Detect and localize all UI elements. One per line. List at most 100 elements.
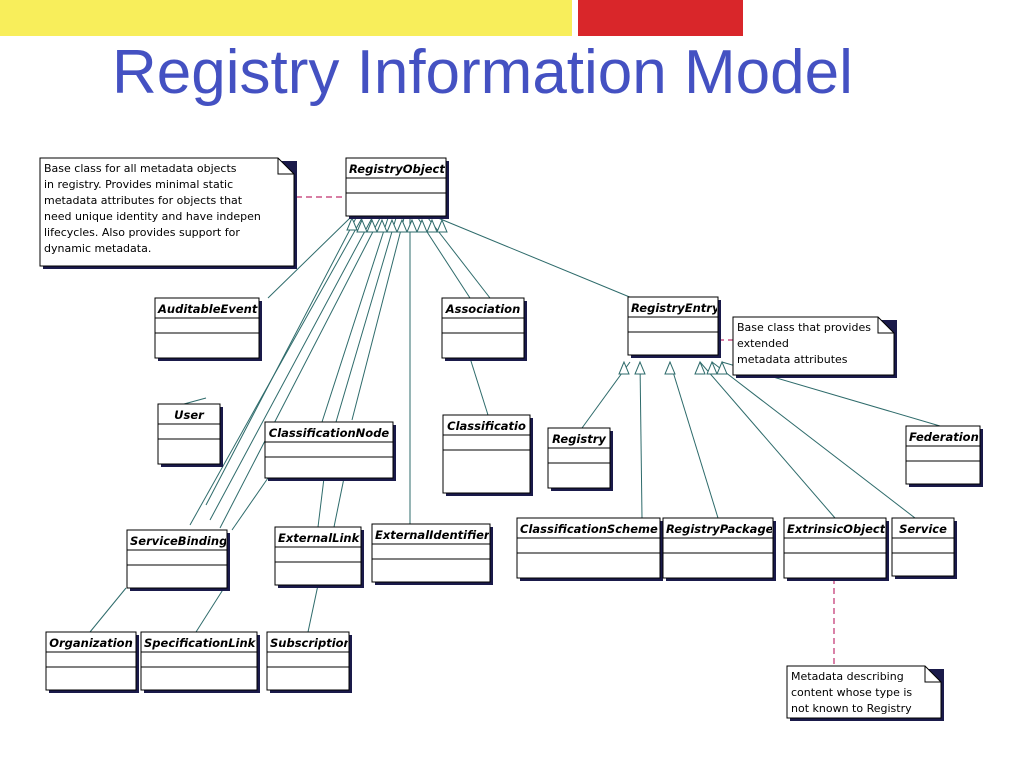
class-box-classification-node[interactable]: ClassificationNode bbox=[264, 421, 396, 481]
connector-line bbox=[699, 361, 836, 519]
class-box-subscription[interactable]: Subscription bbox=[266, 631, 352, 693]
class-rect bbox=[783, 517, 887, 579]
generalization-arrowhead bbox=[664, 360, 676, 375]
note-line: Base class that provides bbox=[737, 321, 871, 334]
generalization-arrowhead bbox=[386, 218, 398, 233]
note-line: lifecycles. Also provides support for bbox=[44, 226, 240, 239]
class-box-classification[interactable]: Classificatio bbox=[442, 414, 533, 496]
class-box-registry[interactable]: Registry bbox=[547, 427, 613, 491]
class-box-registry-entry[interactable]: RegistryEntry bbox=[627, 296, 721, 358]
connector-line bbox=[219, 217, 381, 529]
class-rect bbox=[547, 427, 611, 489]
class-rect bbox=[345, 157, 447, 217]
connector-line bbox=[307, 584, 319, 633]
class-rect bbox=[126, 529, 228, 589]
class-box-service-binding[interactable]: ServiceBinding bbox=[126, 529, 230, 591]
class-name: Federation bbox=[909, 430, 979, 444]
note-line: dynamic metadata. bbox=[44, 242, 151, 255]
class-box-user[interactable]: User bbox=[157, 403, 223, 467]
note-line: metadata attributes for objects that bbox=[44, 194, 243, 207]
class-rect bbox=[442, 414, 531, 494]
class-rect bbox=[891, 517, 955, 577]
class-box-specification-link[interactable]: SpecificationLink bbox=[140, 631, 260, 693]
generalization-arrowhead bbox=[416, 218, 428, 233]
note-box bbox=[732, 316, 895, 376]
header-bar-yellow bbox=[0, 0, 572, 36]
note-line: not known to Registry bbox=[791, 702, 912, 715]
class-name: Classificatio bbox=[447, 419, 526, 433]
note-box bbox=[39, 157, 295, 267]
class-name: Organization bbox=[49, 636, 133, 650]
note-line: in registry. Provides minimal static bbox=[44, 178, 233, 191]
class-name: User bbox=[174, 408, 205, 422]
header-bar-red bbox=[578, 0, 743, 36]
class-box-external-link[interactable]: ExternalLink bbox=[274, 526, 364, 588]
connector-line bbox=[335, 217, 397, 423]
class-box-extrinsic-object[interactable]: ExtrinsicObject bbox=[783, 517, 889, 581]
generalization-arrowhead bbox=[694, 360, 706, 375]
class-rect bbox=[516, 517, 661, 579]
class-rect bbox=[662, 517, 774, 579]
generalization-arrowhead bbox=[376, 218, 388, 233]
generalization-arrowhead bbox=[716, 360, 728, 375]
class-name: AuditableEvent bbox=[157, 302, 258, 316]
generalization-arrowhead bbox=[436, 218, 448, 233]
class-box-association[interactable]: Association bbox=[441, 297, 527, 361]
connector-line bbox=[437, 217, 633, 299]
class-name: ServiceBinding bbox=[130, 534, 227, 548]
connector-line bbox=[333, 477, 345, 528]
connector-line bbox=[195, 587, 225, 633]
class-box-registry-object[interactable]: RegistryObject bbox=[345, 157, 449, 219]
connector-line bbox=[209, 217, 373, 521]
class-box-federation[interactable]: Federation bbox=[905, 425, 983, 487]
generalization-arrowhead bbox=[634, 360, 646, 375]
class-name: Association bbox=[445, 302, 521, 316]
connector-line bbox=[205, 217, 357, 506]
connector-line bbox=[189, 217, 363, 526]
class-rect bbox=[45, 631, 137, 691]
connector-line bbox=[351, 217, 405, 421]
class-name: RegistryEntry bbox=[631, 301, 720, 315]
class-rect bbox=[441, 297, 525, 359]
class-rect bbox=[627, 296, 719, 356]
class-name: ClassificationScheme bbox=[520, 522, 658, 536]
class-box-auditable-event[interactable]: AuditableEvent bbox=[154, 297, 262, 361]
connector-line bbox=[711, 361, 916, 519]
generalization-arrowhead bbox=[406, 218, 418, 233]
note-fold bbox=[877, 317, 894, 334]
class-rect bbox=[264, 421, 394, 479]
class-name: ExternalIdentifier bbox=[375, 528, 491, 542]
class-rect bbox=[266, 631, 350, 691]
class-box-organization[interactable]: Organization bbox=[45, 631, 139, 693]
class-name: ExtrinsicObject bbox=[787, 522, 886, 536]
generalization-arrowhead bbox=[356, 218, 368, 233]
generalization-arrowhead bbox=[426, 218, 438, 233]
note-line: content whose type is bbox=[791, 686, 912, 699]
connector-line bbox=[183, 397, 207, 405]
class-box-classification-scheme[interactable]: ClassificationScheme bbox=[516, 517, 663, 581]
note-box bbox=[786, 665, 942, 719]
connector-line bbox=[469, 357, 489, 416]
connector-line bbox=[267, 217, 351, 299]
class-name: ClassificationNode bbox=[269, 426, 390, 440]
note-line: extended bbox=[737, 337, 789, 350]
note-fold bbox=[924, 666, 941, 683]
class-box-external-identifier[interactable]: ExternalIdentifier bbox=[371, 523, 493, 585]
class-box-service[interactable]: Service bbox=[891, 517, 957, 579]
connector-line bbox=[639, 361, 643, 519]
note-line: Base class for all metadata objects bbox=[44, 162, 237, 175]
connector-line bbox=[669, 361, 719, 519]
connector-line bbox=[317, 477, 325, 528]
class-name: Subscription bbox=[270, 636, 352, 650]
slide-title: Registry Information Model bbox=[112, 38, 853, 107]
class-rect bbox=[157, 403, 221, 465]
class-rect bbox=[274, 526, 362, 586]
class-name: Registry bbox=[552, 432, 606, 446]
class-rect bbox=[905, 425, 981, 485]
class-name: SpecificationLink bbox=[144, 636, 257, 650]
note-fold bbox=[277, 158, 294, 175]
class-box-registry-package[interactable]: RegistryPackage bbox=[662, 517, 776, 581]
connector-line bbox=[321, 217, 389, 423]
note-line: metadata attributes bbox=[737, 353, 848, 366]
class-name: RegistryPackage bbox=[666, 522, 774, 536]
